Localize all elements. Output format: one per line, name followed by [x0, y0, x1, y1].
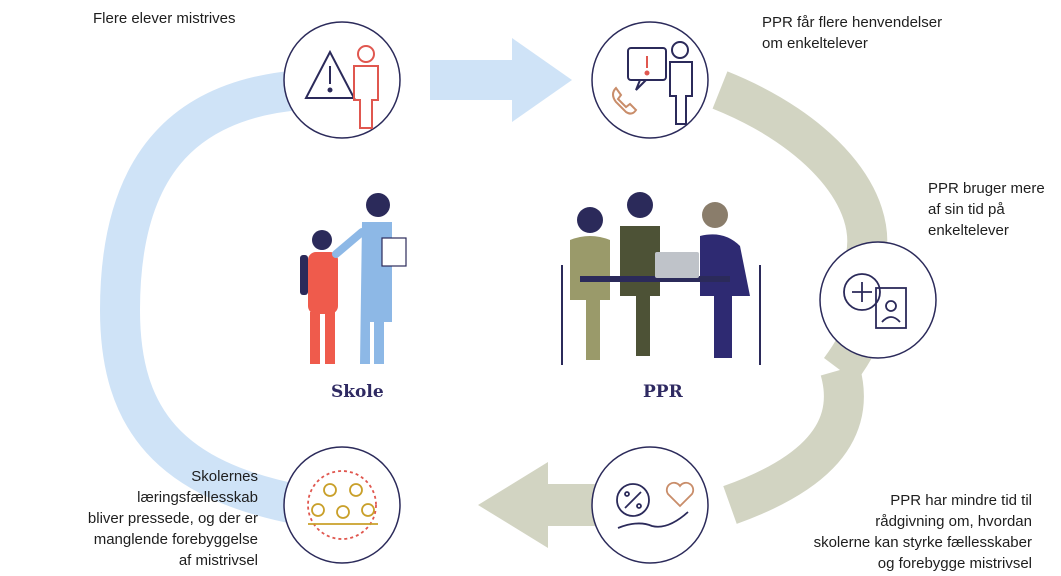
- step-circle-4: [591, 446, 709, 564]
- school-loop-arc: [99, 70, 304, 525]
- advice-heart-hand-icon: [616, 481, 695, 529]
- phone-inquiry-icon: [612, 41, 693, 125]
- step-label-1: Flere elever mistrives: [93, 10, 236, 27]
- step-label-3: PPR bruger mere af sin tid på enkeltelev…: [928, 180, 1045, 239]
- school-caption: Skole: [331, 382, 384, 402]
- step-circle-1: [283, 21, 401, 139]
- step-label-5: Skolernes læringsfællesskab bliver press…: [87, 468, 258, 569]
- classroom-community-icon: [307, 470, 378, 540]
- step-label-2: PPR får flere henvendelser om enkeltelev…: [762, 14, 943, 52]
- warning-person-icon: [304, 45, 379, 129]
- case-file-icon: [843, 273, 907, 329]
- arrow-to-ppr: [430, 38, 572, 122]
- ppr-caption: PPR: [643, 382, 683, 402]
- step-circle-5: [283, 446, 401, 564]
- ppr-loop-arc: [712, 71, 888, 524]
- teacher-and-child-icon: [300, 193, 407, 364]
- meeting-at-table-icon: [561, 192, 761, 365]
- step-label-4: PPR har mindre tid til rådgivning om, hv…: [813, 492, 1032, 572]
